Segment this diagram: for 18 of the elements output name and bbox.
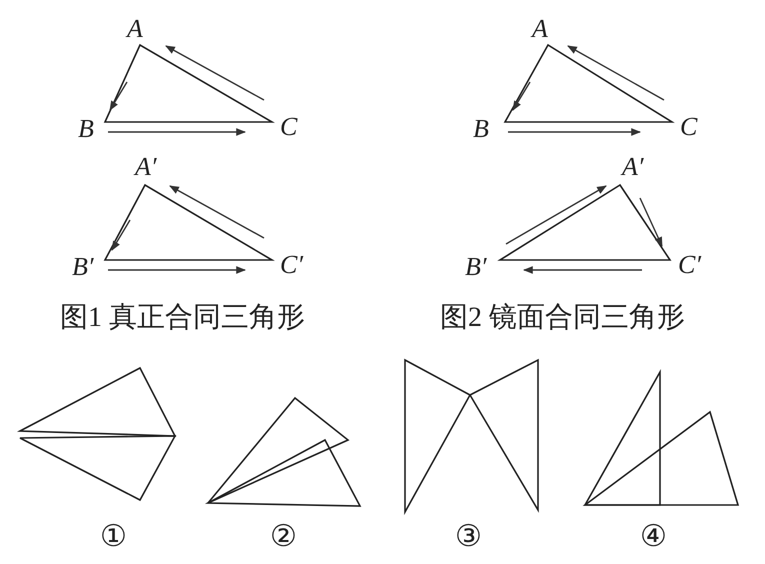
vertex-label: A′	[622, 154, 644, 180]
figure-number: ④	[640, 522, 667, 552]
vertex-label: C′	[678, 252, 702, 278]
figure-caption: 图1 真正合同三角形	[60, 304, 305, 332]
vertex-label: A′	[135, 154, 157, 180]
vertex-label: C	[680, 114, 698, 140]
vertex-label: C′	[280, 252, 304, 278]
vertex-label: A	[532, 16, 548, 42]
figure-number: ①	[100, 522, 127, 552]
vertex-label: C	[280, 114, 298, 140]
figure-caption: 图2 镜面合同三角形	[440, 304, 685, 332]
vertex-label: B	[78, 116, 94, 142]
vertex-label: A	[127, 16, 143, 42]
vertex-label: B	[473, 116, 489, 142]
vertex-label: B′	[465, 254, 487, 280]
figure-number: ③	[455, 522, 482, 552]
figure-number: ②	[270, 522, 297, 552]
vertex-label: B′	[72, 254, 94, 280]
